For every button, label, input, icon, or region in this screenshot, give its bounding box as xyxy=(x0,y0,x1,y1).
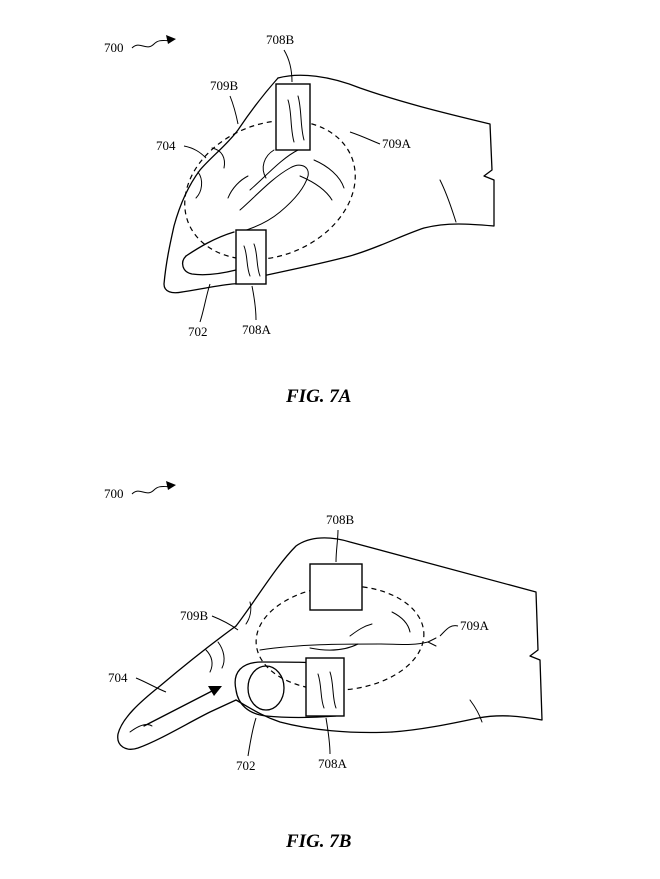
label-704-b: 704 xyxy=(108,670,128,685)
leader-709a-a xyxy=(349,131,381,145)
sensor-708a-b xyxy=(305,657,345,717)
arrowhead-700-b xyxy=(166,481,176,490)
label-704-a: 704 xyxy=(156,138,176,153)
leader-708a-b xyxy=(325,717,331,755)
leader-704-b xyxy=(135,677,167,693)
swipe-arrowhead-b xyxy=(208,686,222,696)
box-hatch-a1 xyxy=(287,99,295,143)
figure-7b: 700 xyxy=(104,481,543,852)
label-709b-a: 709B xyxy=(210,78,239,93)
sensor-708a-a xyxy=(235,229,267,285)
leader-709a-b xyxy=(439,625,459,637)
caption-fig-7b: FIG. 7B xyxy=(285,831,351,852)
leader-708a-a xyxy=(251,285,257,321)
sensor-708b-b xyxy=(309,563,363,611)
leader-709b-a xyxy=(229,95,239,125)
label-708b-a: 708B xyxy=(266,32,295,47)
swipe-arrow-b xyxy=(143,689,215,727)
label-702-a: 702 xyxy=(188,324,208,339)
hand-outline-a xyxy=(163,74,495,294)
spark-709a-b xyxy=(427,637,437,647)
leader-708b-b xyxy=(335,529,339,563)
box-hatch-a2 xyxy=(297,95,305,141)
box-hatch-a3 xyxy=(243,245,251,277)
caption-fig-7a: FIG. 7A xyxy=(285,386,351,407)
box-hatch-b1 xyxy=(317,673,325,709)
label-702-b: 702 xyxy=(236,758,256,773)
box-hatch-b2 xyxy=(329,671,337,709)
sensing-region-709a-a xyxy=(184,119,356,261)
figure-7a: 700 xyxy=(104,32,495,407)
label-700-a: 700 xyxy=(104,40,124,55)
leader-709b-b xyxy=(211,615,239,631)
leader-702-b xyxy=(247,717,257,757)
label-708a-b: 708A xyxy=(318,756,348,771)
leader-702-a xyxy=(199,283,211,323)
label-709a-a: 709A xyxy=(382,136,412,151)
label-708b-b: 708B xyxy=(326,512,355,527)
leader-700-a xyxy=(131,39,173,49)
hand-outline-b xyxy=(117,537,543,750)
label-708a-a: 708A xyxy=(242,322,272,337)
label-709b-b: 709B xyxy=(180,608,209,623)
leader-708b-a xyxy=(283,49,293,83)
label-709a-b: 709A xyxy=(460,618,490,633)
box-hatch-a4 xyxy=(253,243,261,277)
leader-700-b xyxy=(131,485,173,495)
label-700-b: 700 xyxy=(104,486,124,501)
arrowhead-700-a xyxy=(166,35,176,44)
leader-704-a xyxy=(183,145,207,159)
